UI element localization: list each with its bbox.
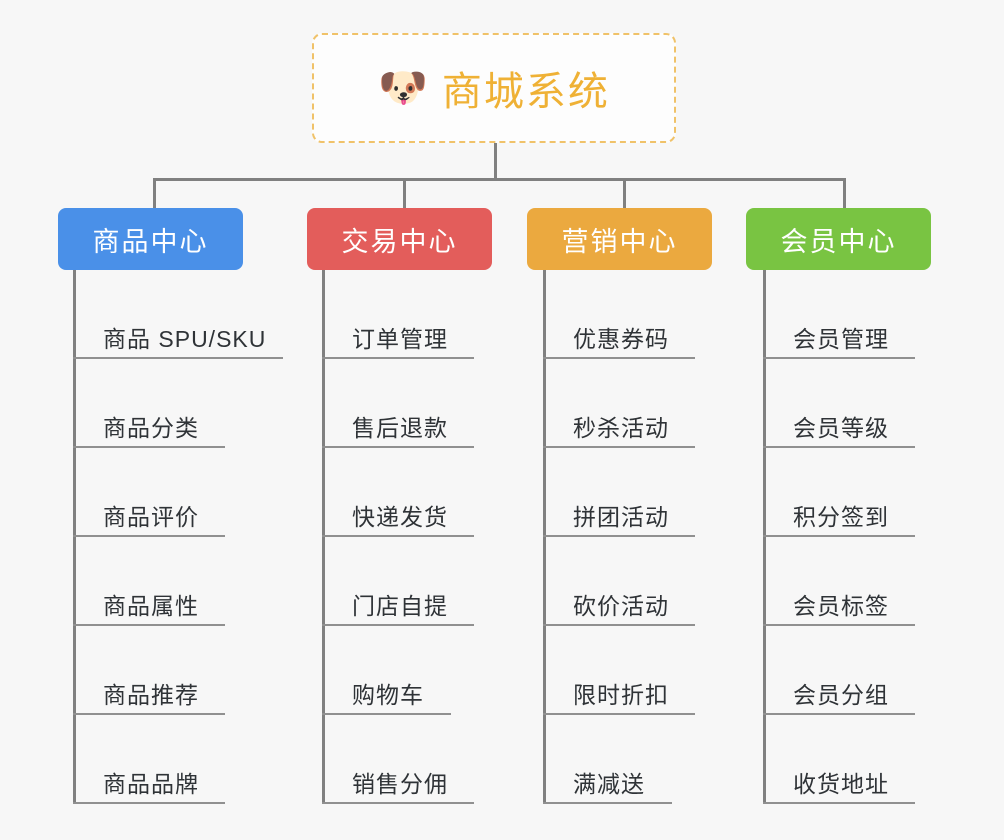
connector-stub-trade-center	[403, 178, 406, 208]
leaf-item-label: 快递发货	[352, 503, 448, 530]
leaf-item[interactable]: 会员分组	[763, 626, 915, 715]
category-label: 营销中心	[561, 226, 678, 257]
column-spine-member-center	[763, 270, 766, 804]
leaf-item[interactable]: 会员等级	[763, 359, 915, 448]
leaf-item-label: 满减送	[573, 770, 645, 797]
connector-stub-member-center	[843, 178, 846, 208]
category-box-trade-center[interactable]: 交易中心	[307, 208, 492, 270]
leaf-item[interactable]: 商品属性	[73, 537, 225, 626]
connector-root-stem	[494, 143, 497, 181]
leaf-item-label: 会员管理	[793, 325, 889, 352]
leaf-item[interactable]: 积分签到	[763, 448, 915, 537]
shiba-dog-face-icon: 🐶	[378, 66, 428, 110]
leaf-item[interactable]: 商品分类	[73, 359, 225, 448]
category-label: 商品中心	[92, 226, 209, 257]
leaf-item-label: 售后退款	[352, 414, 448, 441]
leaf-item-label: 订单管理	[352, 325, 448, 352]
leaf-item-label: 会员标签	[793, 592, 889, 619]
leaf-item[interactable]: 会员管理	[763, 270, 915, 359]
category-box-member-center[interactable]: 会员中心	[746, 208, 931, 270]
leaf-item[interactable]: 限时折扣	[543, 626, 695, 715]
leaf-item-label: 砍价活动	[573, 592, 669, 619]
column-spine-marketing-center	[543, 270, 546, 804]
leaf-item-label: 商品分类	[103, 414, 199, 441]
leaf-item-label: 积分签到	[793, 503, 889, 530]
leaf-item-label: 商品属性	[103, 592, 199, 619]
leaf-item[interactable]: 满减送	[543, 715, 672, 804]
column-spine-product-center	[73, 270, 76, 804]
leaf-item[interactable]: 优惠券码	[543, 270, 695, 359]
leaf-item-label: 商品品牌	[103, 770, 199, 797]
leaf-item-label: 门店自提	[352, 592, 448, 619]
leaf-item-label: 商品评价	[103, 503, 199, 530]
category-label: 会员中心	[780, 226, 897, 257]
leaf-item[interactable]: 拼团活动	[543, 448, 695, 537]
leaf-item-label: 购物车	[352, 681, 424, 708]
leaf-item-label: 销售分佣	[352, 770, 448, 797]
leaf-item[interactable]: 购物车	[322, 626, 451, 715]
leaf-item[interactable]: 商品推荐	[73, 626, 225, 715]
connector-horizontal-bus	[153, 178, 846, 181]
column-spine-trade-center	[322, 270, 325, 804]
leaf-item-label: 会员等级	[793, 414, 889, 441]
leaf-item[interactable]: 售后退款	[322, 359, 474, 448]
leaf-item[interactable]: 快递发货	[322, 448, 474, 537]
category-box-product-center[interactable]: 商品中心	[58, 208, 243, 270]
leaf-item-label: 优惠券码	[573, 325, 669, 352]
leaf-item[interactable]: 商品评价	[73, 448, 225, 537]
leaf-item[interactable]: 商品品牌	[73, 715, 225, 804]
leaf-item-label: 拼团活动	[573, 503, 669, 530]
category-box-marketing-center[interactable]: 营销中心	[527, 208, 712, 270]
connector-stub-marketing-center	[623, 178, 626, 208]
leaf-column-trade-center: 订单管理售后退款快递发货门店自提购物车销售分佣	[322, 270, 474, 804]
leaf-item[interactable]: 商品 SPU/SKU	[73, 270, 283, 359]
leaf-item-label: 会员分组	[793, 681, 889, 708]
connector-stub-product-center	[153, 178, 156, 208]
category-label: 交易中心	[341, 226, 458, 257]
leaf-item[interactable]: 订单管理	[322, 270, 474, 359]
leaf-column-member-center: 会员管理会员等级积分签到会员标签会员分组收货地址	[763, 270, 915, 804]
leaf-item-label: 秒杀活动	[573, 414, 669, 441]
leaf-column-product-center: 商品 SPU/SKU 商品分类商品评价商品属性商品推荐商品品牌	[73, 270, 283, 804]
leaf-item-label: 商品 SPU/SKU	[103, 325, 267, 352]
leaf-item-label: 商品推荐	[103, 681, 199, 708]
root-node-title: 商城系统	[441, 70, 610, 114]
leaf-item[interactable]: 门店自提	[322, 537, 474, 626]
leaf-item[interactable]: 秒杀活动	[543, 359, 695, 448]
leaf-item-label: 限时折扣	[573, 681, 669, 708]
leaf-item[interactable]: 销售分佣	[322, 715, 474, 804]
root-node-shopping-mall-system[interactable]: 🐶 商城系统	[312, 33, 676, 143]
leaf-item[interactable]: 收货地址	[763, 715, 915, 804]
leaf-item[interactable]: 会员标签	[763, 537, 915, 626]
leaf-item-label: 收货地址	[793, 770, 889, 797]
leaf-item[interactable]: 砍价活动	[543, 537, 695, 626]
leaf-column-marketing-center: 优惠券码秒杀活动拼团活动砍价活动限时折扣满减送	[543, 270, 695, 804]
